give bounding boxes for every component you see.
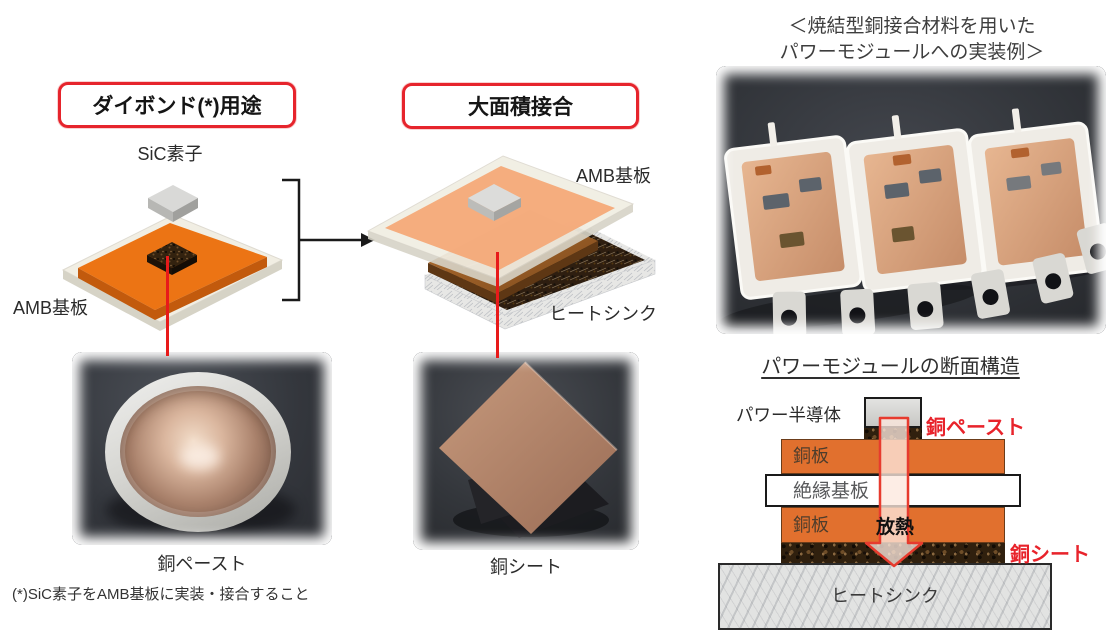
heatsink-layer: ヒートシンク — [718, 563, 1052, 630]
large-area-stack-illustration — [366, 155, 656, 330]
cross-section-diagram: パワーモジュールの断面構造 パワー半導体 銅板 絶縁基板 銅板 ヒートシンク 放… — [718, 345, 1117, 640]
large-area-title-box: 大面積接合 — [402, 83, 639, 129]
power-module-photo-art — [716, 66, 1106, 334]
diebond-board-illustration — [61, 185, 284, 331]
heatsink-label-cross: ヒートシンク — [831, 586, 939, 606]
power-module-photo — [716, 66, 1106, 334]
example-title: ＜焼結型銅接合材料を用いた パワーモジュールへの実装例＞ — [714, 14, 1110, 65]
copper-plate-top-label: 銅板 — [793, 446, 829, 466]
footnote: (*)SiC素子をAMB基板に実装・接合すること — [12, 586, 310, 603]
heatsink-label-middle: ヒートシンク — [549, 304, 657, 324]
sic-chip-label: SiC素子 — [137, 144, 203, 164]
copper-sheet-photo-art — [413, 352, 639, 550]
cross-section-title: パワーモジュールの断面構造 — [761, 356, 1020, 378]
heat-flow-arrow — [864, 416, 924, 568]
copper-plate-bottom-label: 銅板 — [793, 515, 829, 535]
amb-board-label-left: AMB基板 — [13, 298, 89, 318]
copper-sheet-caption: 銅シート — [490, 557, 562, 577]
insulating-substrate-label: 絶縁基板 — [793, 481, 870, 502]
heat-dissipation-label: 放熱 — [875, 517, 914, 538]
copper-sheet-red-label: 銅シート — [1010, 544, 1090, 566]
large-area-title: 大面積接合 — [468, 96, 573, 119]
copper-paste-red-label: 銅ペースト — [926, 417, 1025, 439]
bracket-arrow-connector — [282, 178, 375, 302]
paste-callout-line — [166, 256, 169, 356]
copper-sheet-photo — [413, 352, 639, 550]
sheet-callout-line — [496, 252, 499, 358]
paste-highlight — [180, 444, 220, 470]
diebond-title-box: ダイボンド(*)用途 — [58, 82, 296, 128]
amb-board-label-middle: AMB基板 — [576, 166, 652, 186]
diebond-title: ダイボンド(*)用途 — [92, 95, 262, 118]
power-semiconductor-label: パワー半導体 — [736, 405, 841, 425]
copper-paste-caption: 銅ペースト — [157, 554, 247, 574]
example-title-line2: パワーモジュールへの実装例＞ — [779, 41, 1045, 63]
copper-paste-photo — [72, 352, 332, 545]
example-title-line1: ＜焼結型銅接合材料を用いた — [788, 16, 1036, 37]
